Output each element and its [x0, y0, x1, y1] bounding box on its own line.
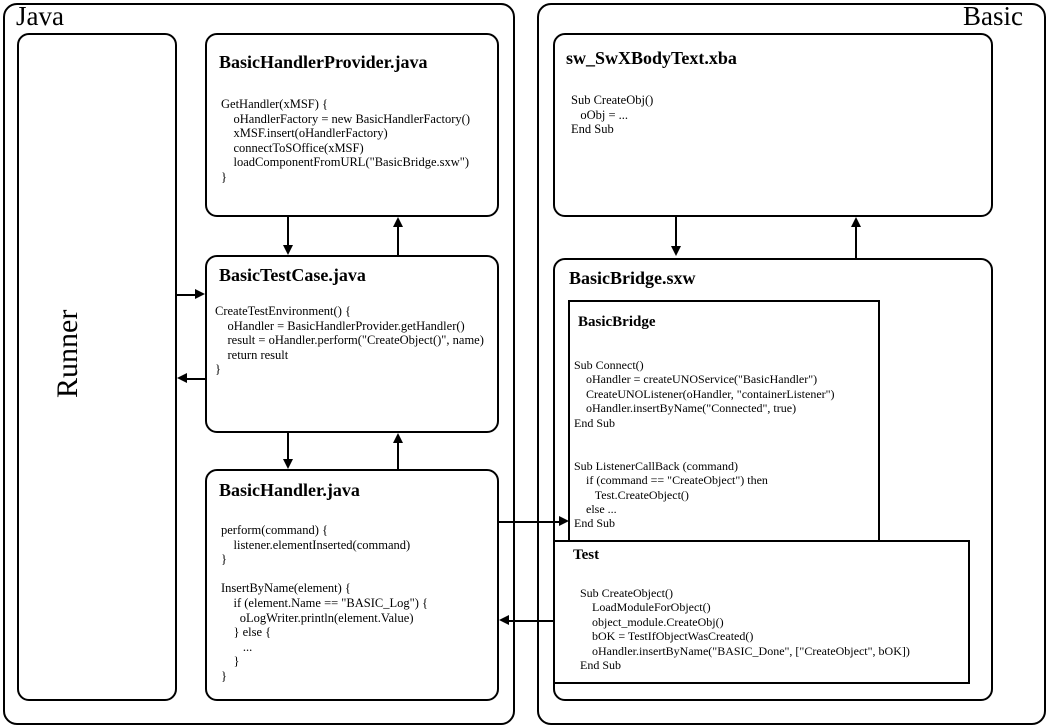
connector-handler-to-testcase-line	[397, 443, 399, 471]
box-basic-bridge-sxw-title: BasicBridge.sxw	[569, 268, 696, 288]
box-basic-test-case	[205, 255, 499, 433]
connector-testcase-to-runner-line	[187, 378, 207, 380]
box-basic-bridge-module-title: BasicBridge	[578, 314, 656, 330]
connector-runner-to-testcase-arrowhead	[195, 289, 205, 299]
box-basic-handler-provider-title: BasicHandlerProvider.java	[219, 52, 428, 72]
box-basic-bridge-module-code: Sub Connect() oHandler = createUNOServic…	[574, 358, 835, 531]
connector-handler-to-testcase-arrowhead	[393, 433, 403, 443]
connector-handler-to-bridge-line	[499, 521, 561, 523]
box-basic-handler-provider-code: GetHandler(xMSF) { oHandlerFactory = new…	[221, 97, 470, 184]
connector-testcase-to-provider-arrowhead	[393, 217, 403, 227]
box-sw-swxbodytext	[553, 33, 993, 217]
panel-basic-title: Basic	[963, 1, 1023, 31]
connector-runner-to-testcase-line	[177, 294, 197, 296]
connector-test-to-handler-arrowhead	[499, 615, 509, 625]
connector-testcase-to-runner-arrowhead	[177, 373, 187, 383]
panel-java-title: Java	[16, 1, 64, 31]
box-test-module-title: Test	[573, 547, 600, 563]
box-test-module	[553, 540, 970, 684]
connector-bridge-to-bodytext-arrowhead	[851, 217, 861, 227]
connector-testcase-to-provider-line	[397, 227, 399, 257]
connector-provider-to-testcase-line	[287, 217, 289, 247]
box-sw-swxbodytext-title: sw_SwXBodyText.xba	[566, 48, 737, 68]
connector-test-to-handler-line	[509, 620, 555, 622]
box-basic-bridge-module	[568, 300, 880, 542]
box-basic-handler-title: BasicHandler.java	[219, 480, 360, 500]
runner-label: Runner	[51, 309, 84, 398]
connector-provider-to-testcase-arrowhead	[283, 245, 293, 255]
connector-testcase-to-handler-arrowhead	[283, 459, 293, 469]
box-basic-test-case-title: BasicTestCase.java	[219, 265, 366, 285]
connector-bodytext-to-bridge-line	[675, 217, 677, 248]
box-sw-swxbodytext-code: Sub CreateObj() oObj = ... End Sub	[571, 93, 654, 137]
box-test-module-code: Sub CreateObject() LoadModuleForObject()…	[580, 586, 910, 673]
connector-handler-to-bridge-arrowhead	[559, 516, 569, 526]
connector-bodytext-to-bridge-arrowhead	[671, 246, 681, 256]
box-basic-handler-provider	[205, 33, 499, 217]
box-runner	[17, 33, 177, 701]
connector-bridge-to-bodytext-line	[855, 227, 857, 258]
box-basic-handler	[205, 469, 499, 701]
connector-testcase-to-handler-line	[287, 433, 289, 461]
box-basic-handler-code: perform(command) { listener.elementInser…	[221, 523, 429, 683]
box-basic-test-case-code: CreateTestEnvironment() { oHandler = Bas…	[215, 304, 484, 377]
